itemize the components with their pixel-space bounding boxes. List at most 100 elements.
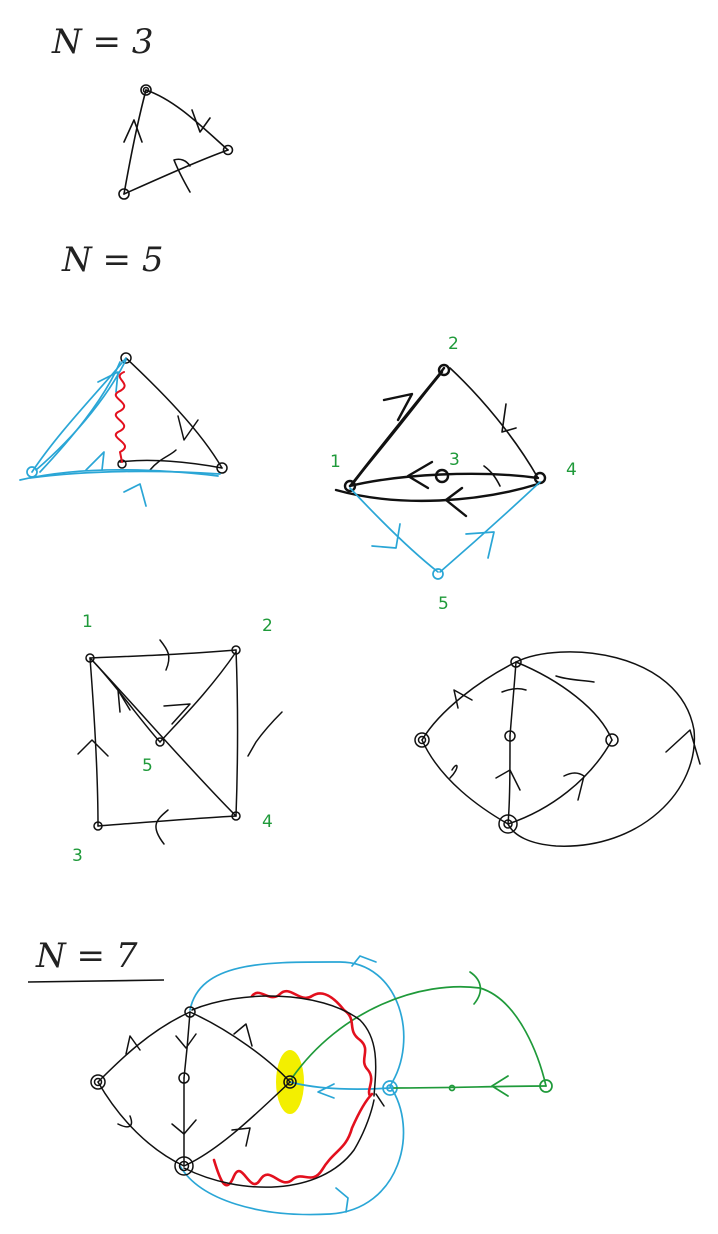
- n3-vertex-top-inner: [142, 86, 150, 94]
- sq-diag-2-5: [159, 651, 237, 743]
- eg-arrow-5: [563, 772, 585, 801]
- n5-ellipse-graph: [414, 651, 701, 847]
- n5l-blue-edge-2: [35, 359, 127, 471]
- n7-vertex-bottom: [174, 1156, 194, 1176]
- eg-vertex-bottom-inner: [503, 819, 513, 829]
- eg-vertex-left: [414, 732, 430, 748]
- square-label-3: 3: [72, 846, 83, 866]
- n7-vertex-left-inner: [93, 1077, 103, 1087]
- n3-vertex-right: [222, 144, 234, 156]
- pyr-edge-1-4-top: [348, 472, 540, 488]
- n7-vertex-green-dot: [448, 1084, 456, 1092]
- n7-vertex-center: [283, 1075, 297, 1089]
- n7-blue-arrow-top: [351, 955, 377, 967]
- n7-blue-arrow-bottom: [335, 1187, 349, 1213]
- pyr-arrow-right: [501, 403, 517, 433]
- n5l-edge-apex-right: [125, 357, 223, 469]
- pyr-vertex-1: [343, 479, 357, 493]
- n5l-edge-inner: [119, 459, 223, 469]
- n7-vertex-mid: [178, 1072, 190, 1084]
- eg-vertex-bottom: [498, 814, 518, 834]
- n5l-blue-base: [19, 468, 219, 481]
- pyramid-label-5: 5: [438, 594, 449, 614]
- sq-vertex-4: [231, 811, 241, 821]
- pyr-arrow-base-1: [406, 460, 434, 490]
- pyr-vertex-2: [437, 363, 451, 377]
- n5l-blue-arrow-3: [97, 371, 119, 393]
- n3-edge-top-right: [145, 89, 229, 151]
- n7-vertex-blue-inner: [386, 1084, 394, 1092]
- n3-vertex-left: [118, 188, 130, 200]
- eg-arrow-1: [453, 689, 473, 709]
- n7-arrow-5: [233, 1023, 253, 1047]
- sq-arrow-right: [247, 711, 283, 757]
- pyr-blue-edge-4-5: [439, 481, 541, 573]
- n7-graph: [90, 955, 553, 1216]
- sq-diag-1-5: [91, 659, 161, 743]
- eg-edge-mid-bottom: [507, 735, 511, 825]
- eg-edge-right-bottom: [507, 739, 613, 825]
- pyr-vertex-5: [432, 568, 444, 580]
- eg-arrow-3: [495, 769, 521, 791]
- n3-edge-left: [123, 89, 147, 195]
- sq-edge-right: [235, 649, 239, 817]
- pyr-blue-arrow-1: [371, 523, 401, 549]
- square-label-5: 5: [142, 756, 153, 776]
- n5l-arrow-inner: [149, 449, 177, 471]
- n7-green-arc: [291, 985, 547, 1087]
- sq-arrow-top: [159, 639, 170, 671]
- eg-edge-top-right: [515, 661, 613, 741]
- title-n3: N = 3: [52, 22, 154, 62]
- sq-vertex-2: [231, 645, 241, 655]
- n7-vertex-top: [184, 1006, 196, 1018]
- n7-edge-left-bottom: [97, 1081, 185, 1167]
- pyramid-label-1: 1: [330, 452, 341, 472]
- eg-outer-arc: [507, 651, 696, 847]
- n7-vertex-center-inner: [286, 1078, 294, 1086]
- eg-edge-top-left: [421, 661, 517, 741]
- n7-title-underline: [27, 979, 165, 983]
- sq-arrow-diag-2: [163, 703, 191, 725]
- n3-triangle: [118, 84, 234, 200]
- n7-arrow-1: [125, 1035, 141, 1055]
- pyr-arrow-left: [382, 392, 414, 422]
- eg-vertex-left-inner: [417, 735, 427, 745]
- n5-square: [77, 639, 283, 845]
- sq-vertex-5: [155, 737, 165, 747]
- n5-left-figure: [19, 352, 228, 507]
- n3-edge-bottom: [123, 149, 229, 195]
- n7-green-line: [393, 1085, 547, 1089]
- n3-arrow-1: [191, 109, 211, 133]
- pyramid-label-3: 3: [449, 450, 460, 470]
- n7-edge-top-arc: [191, 995, 377, 1097]
- n7-edge-center-bottom: [183, 1081, 291, 1167]
- n7-blue-arrow-mid: [317, 1083, 335, 1099]
- eg-vertex-mid: [504, 730, 516, 742]
- n7-arrow-2: [117, 1115, 133, 1128]
- n5l-vertex-right: [216, 462, 228, 474]
- pyr-vertex-3: [434, 468, 450, 484]
- n5l-vertex-left: [26, 466, 38, 478]
- sq-arrow-left: [77, 739, 109, 757]
- n7-arrow-3: [175, 1033, 197, 1049]
- eg-vertex-top: [510, 656, 522, 668]
- n3-vertex-top: [140, 84, 152, 96]
- eg-edge-top-mid: [509, 661, 517, 737]
- title-n5: N = 5: [62, 240, 164, 280]
- n5l-blue-arrow-1: [85, 451, 105, 471]
- n7-arrow-4: [171, 1119, 197, 1135]
- sq-arrow-bottom: [155, 809, 169, 845]
- n7-red-top: [250, 989, 373, 1098]
- eg-vertex-right: [605, 733, 619, 747]
- n7-edge-top-mid: [183, 1011, 191, 1079]
- sq-vertex-3: [93, 821, 103, 831]
- eg-arrow-2: [449, 764, 458, 779]
- n7-edge-top-center: [189, 1011, 291, 1083]
- pyr-arrow-base-3: [483, 465, 501, 487]
- pyr-edge-1-4-bottom: [334, 482, 540, 503]
- n5l-arrow-right: [177, 415, 199, 441]
- n7-edge-bottom-arc: [183, 1099, 375, 1188]
- n5l-blue-arrow-2: [123, 483, 147, 507]
- eg-edge-left-bottom: [421, 739, 509, 825]
